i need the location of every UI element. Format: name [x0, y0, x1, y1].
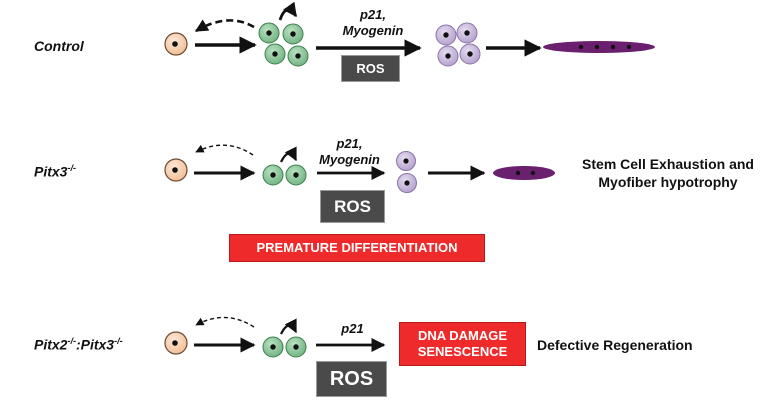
- self-renewal-dashed-arrow-pitx2-pitx3: [195, 316, 255, 328]
- proliferation-loop-arrow-control: [278, 1, 298, 21]
- activated-cell-cluster-control: [258, 22, 309, 67]
- self-renewal-dashed-arrow-control: [194, 19, 255, 33]
- self-renewal-dashed-arrow-pitx3: [195, 144, 254, 156]
- ros-box-pitx2-pitx3: ROS: [316, 361, 387, 397]
- step-label-pitx2-pitx3: p21: [325, 321, 380, 337]
- satellite-cell-pitx2-pitx3: [164, 331, 188, 355]
- activated-cell-pair-pitx3: [262, 164, 307, 186]
- step-label-control: p21, Myogenin: [318, 7, 428, 39]
- outcome-line: Myofiber hypotrophy: [598, 174, 738, 190]
- ros-box-pitx3: ROS: [320, 190, 385, 223]
- step-label-line: Myogenin: [342, 23, 404, 38]
- myofiber-control: [543, 41, 655, 53]
- proliferation-loop-arrow-pitx2-pitx3: [280, 318, 297, 335]
- gene-name: :Pitx3: [75, 336, 115, 353]
- hypotrophic-myofiber-pitx3: [493, 166, 555, 180]
- step-label-line: p21: [341, 321, 364, 336]
- row-label-control: Control: [34, 38, 84, 54]
- row-label-pitx2-pitx3: Pitx2-/-:Pitx3-/-: [34, 336, 123, 353]
- row-control: [164, 1, 655, 67]
- row-label-pitx3: Pitx3-/-: [34, 163, 76, 180]
- premature-differentiation-box: PREMATURE DIFFERENTIATION: [229, 234, 485, 262]
- proliferation-loop-arrow-pitx3: [280, 146, 297, 163]
- gene-name: Pitx2: [34, 336, 68, 353]
- red-box-line: SENESCENCE: [417, 344, 508, 359]
- dna-damage-senescence-box: DNA DAMAGE SENESCENCE: [399, 322, 526, 366]
- outcome-pitx3: Stem Cell Exhaustion and Myofiber hypotr…: [563, 155, 773, 191]
- genotype-superscript: -/-: [67, 163, 76, 173]
- differentiating-cell-cluster-control: [435, 22, 481, 67]
- ros-box-control: ROS: [341, 55, 400, 82]
- row-pitx2-pitx3: [164, 316, 386, 358]
- genotype-superscript: -/-: [114, 336, 123, 346]
- step-label-pitx3: p21, Myogenin: [307, 136, 392, 168]
- row-pitx3: [164, 144, 555, 193]
- step-label-line: p21,: [336, 136, 363, 151]
- genotype-superscript: -/-: [67, 336, 76, 346]
- step-label-line: p21,: [359, 7, 386, 22]
- gene-name: Pitx3: [34, 163, 68, 180]
- satellite-cell-pitx3: [164, 158, 188, 182]
- activated-cell-pair-pitx2-pitx3: [262, 336, 307, 358]
- outcome-line: Stem Cell Exhaustion and: [582, 156, 754, 172]
- satellite-cell-control: [164, 32, 188, 56]
- outcome-pitx2-pitx3: Defective Regeneration: [537, 337, 693, 353]
- red-box-line: DNA DAMAGE: [417, 328, 508, 343]
- step-label-line: Myogenin: [319, 152, 380, 167]
- differentiating-cells-pitx3: [396, 151, 417, 193]
